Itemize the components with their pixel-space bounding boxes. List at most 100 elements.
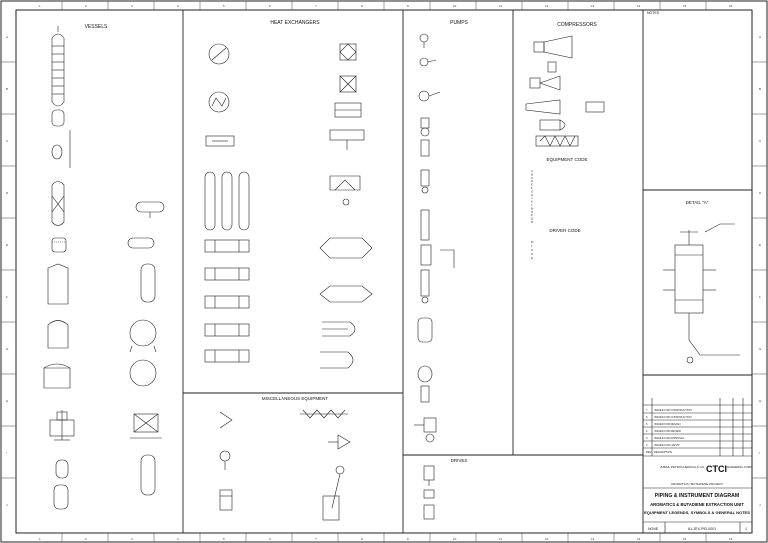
- equipment-code-item: Q: [531, 217, 534, 221]
- equipment-code-item: E: [531, 183, 533, 187]
- border-letter-left: D: [6, 191, 9, 195]
- driver-code-item: M: [531, 240, 534, 244]
- border-letter-right: J: [759, 503, 761, 507]
- border-letter-right: F: [759, 295, 761, 299]
- section-title-compressors: COMPRESSORS: [557, 22, 597, 28]
- drawing-number: A1-JEX-PID-0001: [688, 527, 717, 531]
- revision-description: ISSUED FOR CONSTRUCTION: [654, 408, 692, 412]
- driver-code-item: E: [531, 256, 533, 260]
- section-title-heat-exchangers: HEAT EXCHANGERS: [270, 20, 320, 26]
- project-name: AROMATICS / BUTADIENE PROJECT: [671, 482, 723, 486]
- company-right-logo: CTCI: [706, 464, 727, 474]
- border-letter-right: I: [759, 451, 760, 455]
- equipment-code-item: A: [531, 169, 533, 173]
- scale-value: NONE: [648, 527, 659, 531]
- section-title-misc: MISCELLANEOUS EQUIPMENT: [262, 396, 329, 401]
- equipment-code-item: G: [531, 189, 533, 193]
- border-number-top: 12: [545, 4, 549, 8]
- equipment-code-item: J: [531, 196, 533, 200]
- revision-description: ISSUED FOR REVIEW: [654, 429, 681, 433]
- misc-equipment-symbols: [219, 409, 351, 521]
- border-number-bottom: 10: [453, 537, 457, 541]
- drive-symbols: [423, 465, 435, 520]
- border-number-top: 15: [683, 4, 687, 8]
- border-number-bottom: 4: [177, 537, 179, 541]
- border-number-bottom: 1: [39, 537, 41, 541]
- border-letter-left: C: [6, 139, 9, 143]
- border-letter-right: H: [759, 399, 761, 403]
- border-number-top: 3: [131, 4, 133, 8]
- border-letter-left: B: [6, 87, 8, 91]
- revision-description: ISSUED FOR APPROVAL: [654, 436, 685, 440]
- border-number-bottom: 5: [223, 537, 225, 541]
- border-number-top: 14: [637, 4, 641, 8]
- border-letter-left: J: [6, 503, 8, 507]
- driver-code-item: H: [531, 248, 533, 252]
- equipment-code-item: N: [531, 210, 533, 214]
- revision-number: 3: [646, 436, 648, 440]
- border-number-bottom: 15: [683, 537, 687, 541]
- border-number-top: 5: [223, 4, 225, 8]
- border-letter-left: H: [6, 399, 8, 403]
- border-letter-left: F: [6, 295, 8, 299]
- border-letter-right: B: [759, 87, 761, 91]
- equipment-code-item: D: [531, 179, 533, 183]
- company-right-sub: ENGINEERING CORP.: [725, 465, 752, 469]
- section-title-equipment-code: EQUIPMENT CODE: [547, 157, 588, 162]
- border-letter-right: E: [759, 243, 761, 247]
- equipment-code-item: K: [531, 200, 533, 204]
- driver-code-item: G: [531, 252, 533, 256]
- section-title-vessels: VESSELS: [85, 24, 108, 30]
- equipment-code-item: F: [531, 186, 533, 190]
- drawing-subtitle-2: EQUIPMENT LEGENDS, SYMBOLS & GENERAL NOT…: [644, 510, 750, 515]
- revision-number: 2: [646, 443, 648, 447]
- border-letter-left: A: [6, 35, 8, 39]
- border-number-bottom: 13: [591, 537, 595, 541]
- border-letter-right: D: [759, 191, 762, 195]
- equipment-code-item: P: [531, 213, 533, 217]
- border-letter-right: A: [759, 35, 761, 39]
- border-numbers: 1122334455667788991010111112121313141415…: [6, 4, 762, 541]
- border-number-top: 8: [361, 4, 363, 8]
- border-number-bottom: 3: [131, 537, 133, 541]
- border-number-bottom: 12: [545, 537, 549, 541]
- heat-exchanger-symbols: [204, 43, 373, 369]
- border-number-bottom: 7: [315, 537, 317, 541]
- equipment-code-item: M: [531, 206, 534, 210]
- equipment-code-item: L: [531, 203, 533, 207]
- section-title-notes: NOTES: [647, 11, 660, 15]
- border-number-top: 6: [269, 4, 271, 8]
- border-letter-left: G: [6, 347, 9, 351]
- border-number-top: 11: [499, 4, 502, 8]
- border-number-bottom: 6: [269, 537, 271, 541]
- equipment-code-item: H: [531, 193, 533, 197]
- revision-number: REV: [646, 450, 652, 454]
- title-block-lines: [643, 398, 752, 533]
- sheet-number: 1: [745, 527, 747, 531]
- border-number-bottom: 9: [407, 537, 409, 541]
- section-title-drives: DRIVES: [451, 458, 468, 463]
- revision-description: DESCRIPTION: [654, 450, 672, 454]
- compressor-symbols: [525, 35, 605, 147]
- vessel-symbols: [43, 26, 165, 510]
- section-title-detail-a: DETAIL "A": [686, 200, 709, 205]
- pump-symbols: [414, 33, 455, 443]
- revision-number: 5: [646, 422, 648, 426]
- border-number-top: 9: [407, 4, 409, 8]
- border-number-bottom: 14: [637, 537, 641, 541]
- border-number-top: 2: [85, 4, 87, 8]
- border-number-top: 16: [729, 4, 733, 8]
- driver-code-item: T: [531, 244, 533, 248]
- border-letter-right: G: [759, 347, 762, 351]
- border-letter-left: E: [6, 243, 8, 247]
- revision-description: ISSUED FOR CONSTRUCTION: [654, 415, 692, 419]
- drawing-subtitle-1: AROMATICS & BUTADIENE EXTRACTION UNIT: [650, 502, 744, 507]
- border-number-top: 7: [315, 4, 317, 8]
- border-number-bottom: 11: [499, 537, 502, 541]
- section-title-driver-code: DRIVER CODE: [549, 228, 580, 233]
- revision-number: 6: [646, 415, 648, 419]
